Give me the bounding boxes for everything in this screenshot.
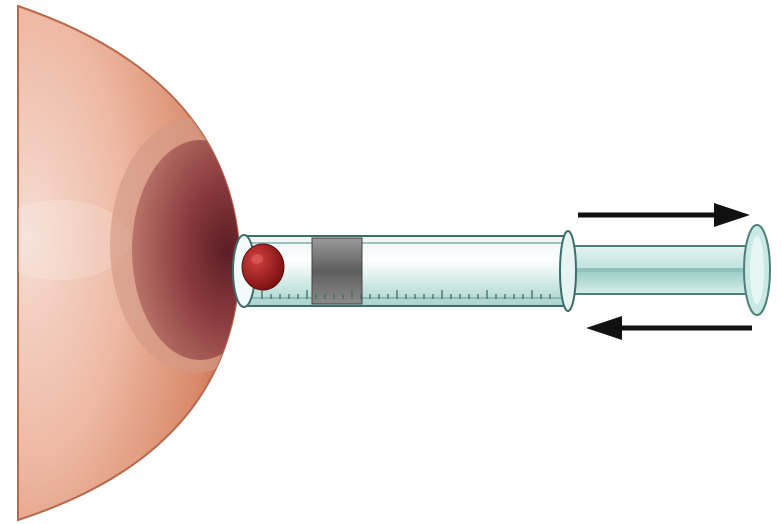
arrow-left [586,316,752,340]
syringe-plunger [562,225,770,315]
arrow-right [578,203,750,227]
nipple [242,244,284,290]
syringe-barrel-graduated [233,231,576,311]
